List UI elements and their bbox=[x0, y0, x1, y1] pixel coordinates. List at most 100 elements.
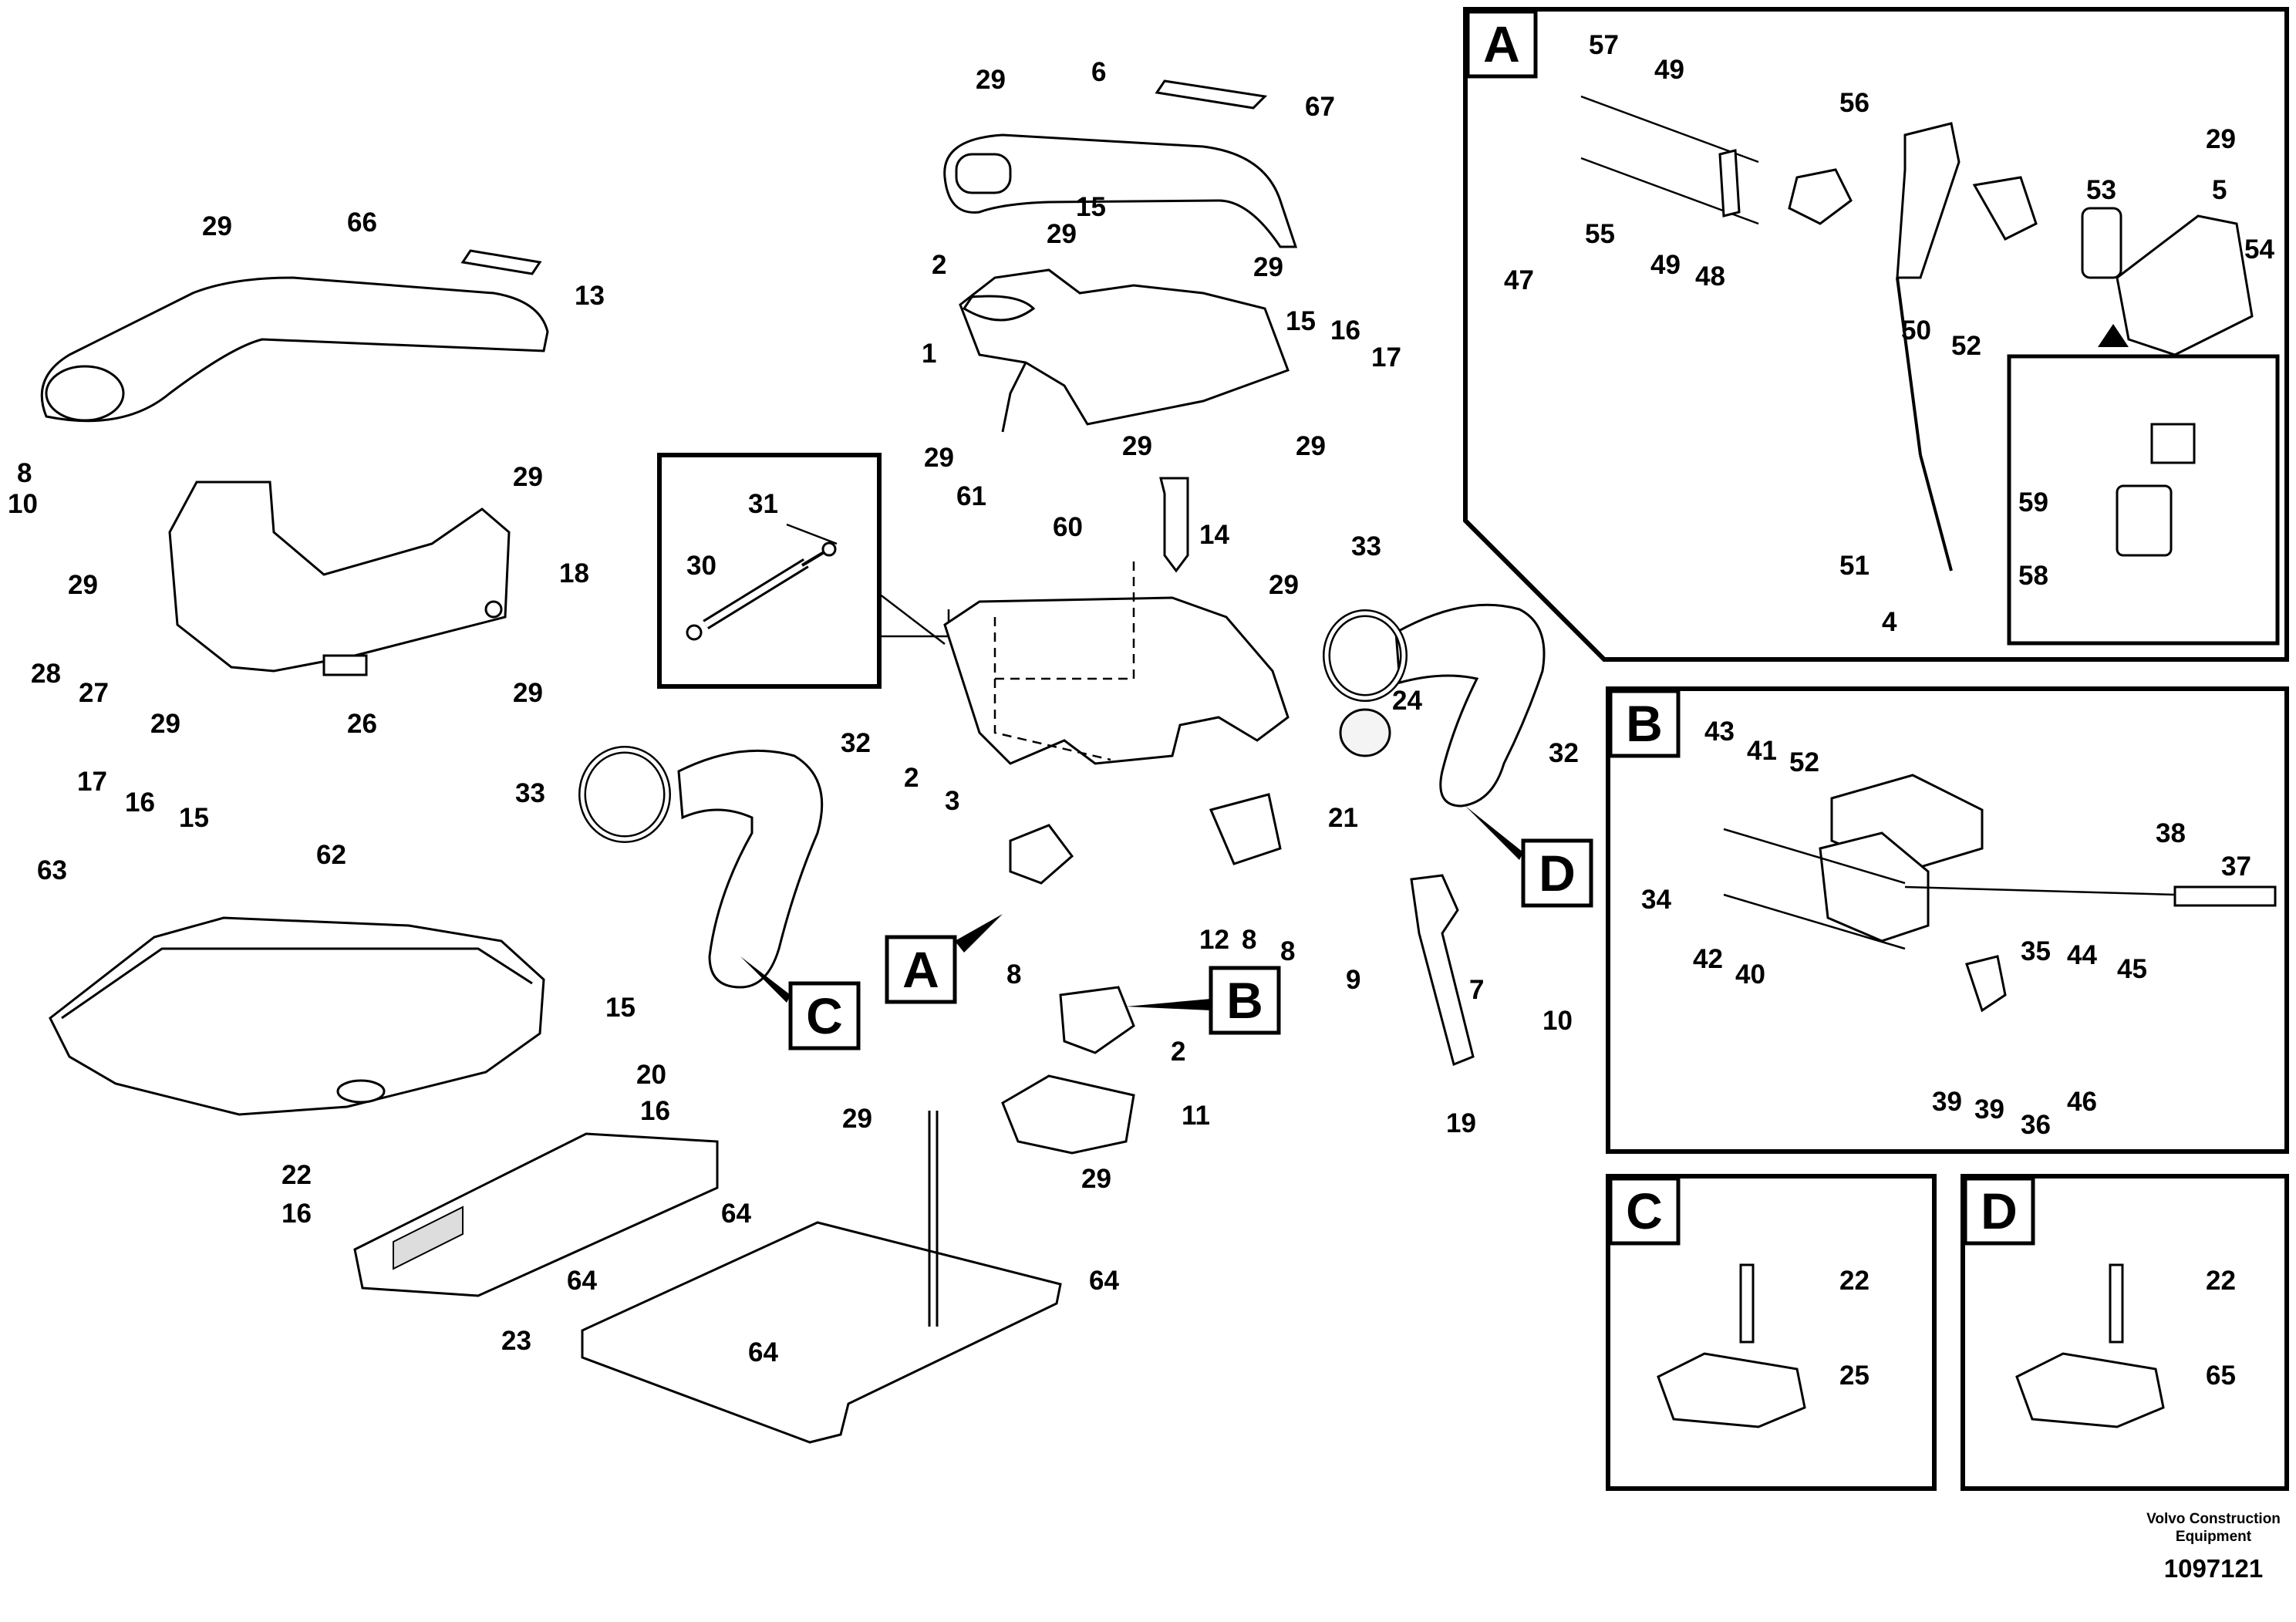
part-label: 30 bbox=[686, 551, 716, 581]
part-label: 29 bbox=[513, 462, 543, 492]
part-label: 4 bbox=[1882, 607, 1897, 637]
part-label: 26 bbox=[347, 709, 377, 739]
document-number: 1097121 bbox=[2164, 1554, 2263, 1583]
part-label: 17 bbox=[77, 767, 107, 797]
part-label: 40 bbox=[1735, 959, 1765, 990]
part-label: 3 bbox=[945, 786, 959, 816]
part-label: 15 bbox=[1076, 192, 1106, 222]
panel-a: A bbox=[1463, 7, 2289, 662]
inset-box-gas-strut bbox=[657, 453, 950, 689]
part-label: 24 bbox=[1392, 686, 1422, 716]
part-label: 28 bbox=[31, 659, 61, 689]
panel-d-parts bbox=[2015, 1263, 2165, 1428]
part-label: 64 bbox=[721, 1199, 751, 1229]
part-label: 8 bbox=[1280, 936, 1295, 966]
part-label: 66 bbox=[347, 207, 377, 238]
part-label: 2 bbox=[904, 763, 919, 793]
part-label: 17 bbox=[1371, 342, 1401, 373]
part-label: 29 bbox=[1296, 431, 1326, 461]
brand-block: Volvo Construction Equipment 1097121 bbox=[2146, 1511, 2281, 1583]
callout-a-letter: A bbox=[902, 941, 939, 998]
part-label: 38 bbox=[2156, 818, 2186, 848]
part-label: 31 bbox=[748, 489, 778, 519]
part-label: 25 bbox=[1839, 1361, 1870, 1391]
part-label: 29 bbox=[1081, 1164, 1111, 1194]
part-label: 29 bbox=[1269, 570, 1299, 600]
part-label: 50 bbox=[1901, 315, 1931, 346]
part-label: 48 bbox=[1695, 261, 1725, 292]
part-label: 12 bbox=[1199, 925, 1229, 955]
panel-d: D bbox=[1961, 1174, 2289, 1491]
part-label: 62 bbox=[316, 840, 346, 870]
callout-b: B bbox=[1126, 966, 1281, 1035]
part-label: 35 bbox=[2021, 936, 2051, 966]
part-label: 29 bbox=[1047, 219, 1077, 249]
part-label: 39 bbox=[1974, 1094, 2004, 1125]
part-label: 56 bbox=[1839, 88, 1870, 118]
part-label: 22 bbox=[2206, 1266, 2236, 1296]
part-label: 41 bbox=[1747, 736, 1777, 766]
callout-c: C bbox=[740, 956, 861, 1050]
part-label: 65 bbox=[2206, 1361, 2236, 1391]
part-label: 7 bbox=[1469, 975, 1484, 1005]
panel-a-letter: A bbox=[1483, 15, 1520, 73]
part-label: 63 bbox=[37, 855, 67, 885]
part-label: 1 bbox=[922, 339, 936, 369]
part-label: 16 bbox=[640, 1096, 670, 1126]
part-label: 64 bbox=[567, 1266, 597, 1296]
part-label: 51 bbox=[1839, 551, 1870, 581]
part-label: 33 bbox=[515, 778, 545, 808]
part-label: 32 bbox=[841, 728, 871, 758]
brand-line-1: Volvo Construction bbox=[2146, 1511, 2281, 1527]
hose-32-right bbox=[1394, 603, 1546, 808]
housing-1 bbox=[959, 268, 1290, 433]
callout-d-letter: D bbox=[1539, 845, 1576, 902]
brand-line-2: Equipment bbox=[2176, 1529, 2252, 1545]
part-label: 29 bbox=[924, 443, 954, 473]
part-label: 23 bbox=[501, 1326, 531, 1356]
part-label: 22 bbox=[282, 1160, 312, 1190]
part-label: 59 bbox=[2018, 487, 2048, 518]
part-label: 29 bbox=[150, 709, 180, 739]
console-cover-6 bbox=[943, 79, 1298, 248]
part-label: 47 bbox=[1504, 265, 1534, 295]
panel-c-letter: C bbox=[1626, 1182, 1663, 1239]
part-label: 2 bbox=[1171, 1037, 1185, 1067]
part-label: 15 bbox=[179, 803, 209, 833]
callout-b-letter: B bbox=[1226, 972, 1263, 1029]
part-label: 64 bbox=[748, 1337, 778, 1367]
panel-a-parts bbox=[1580, 95, 2254, 572]
part-label: 11 bbox=[1182, 1101, 1210, 1131]
part-label: 52 bbox=[1951, 331, 1981, 361]
part-label: 5 bbox=[2212, 175, 2227, 205]
part-label: 55 bbox=[1585, 219, 1615, 249]
part-label: 52 bbox=[1789, 747, 1819, 777]
panel-c-parts bbox=[1657, 1263, 1806, 1428]
part-label: 9 bbox=[1346, 965, 1360, 995]
part-label: 49 bbox=[1654, 55, 1684, 85]
hose-32-left bbox=[677, 749, 824, 989]
part-label: 32 bbox=[1549, 738, 1579, 768]
part-label: 19 bbox=[1446, 1108, 1476, 1138]
plate-23 bbox=[353, 1132, 719, 1297]
panel-b: B bbox=[1606, 686, 2289, 1154]
part-label: 29 bbox=[1122, 431, 1152, 461]
part-label: 37 bbox=[2221, 851, 2251, 882]
part-label: 15 bbox=[605, 993, 636, 1023]
part-label: 49 bbox=[1650, 250, 1681, 280]
callout-a: A bbox=[885, 914, 1003, 1004]
part-label: 57 bbox=[1589, 30, 1619, 60]
part-labels: 29 6 67 15 29 2 29 1 15 16 17 29 29 29 2… bbox=[8, 30, 2274, 1391]
part-label: 13 bbox=[575, 281, 605, 311]
housing-18 bbox=[168, 481, 511, 676]
part-label: 6 bbox=[1091, 57, 1106, 87]
part-label: 16 bbox=[125, 787, 155, 818]
part-label: 33 bbox=[1351, 531, 1381, 561]
part-label: 60 bbox=[1053, 512, 1083, 542]
part-label: 34 bbox=[1641, 885, 1671, 915]
part-label: 10 bbox=[8, 489, 38, 519]
part-label: 14 bbox=[1199, 520, 1229, 550]
panel-b-letter: B bbox=[1626, 695, 1663, 752]
part-label: 44 bbox=[2067, 940, 2097, 970]
